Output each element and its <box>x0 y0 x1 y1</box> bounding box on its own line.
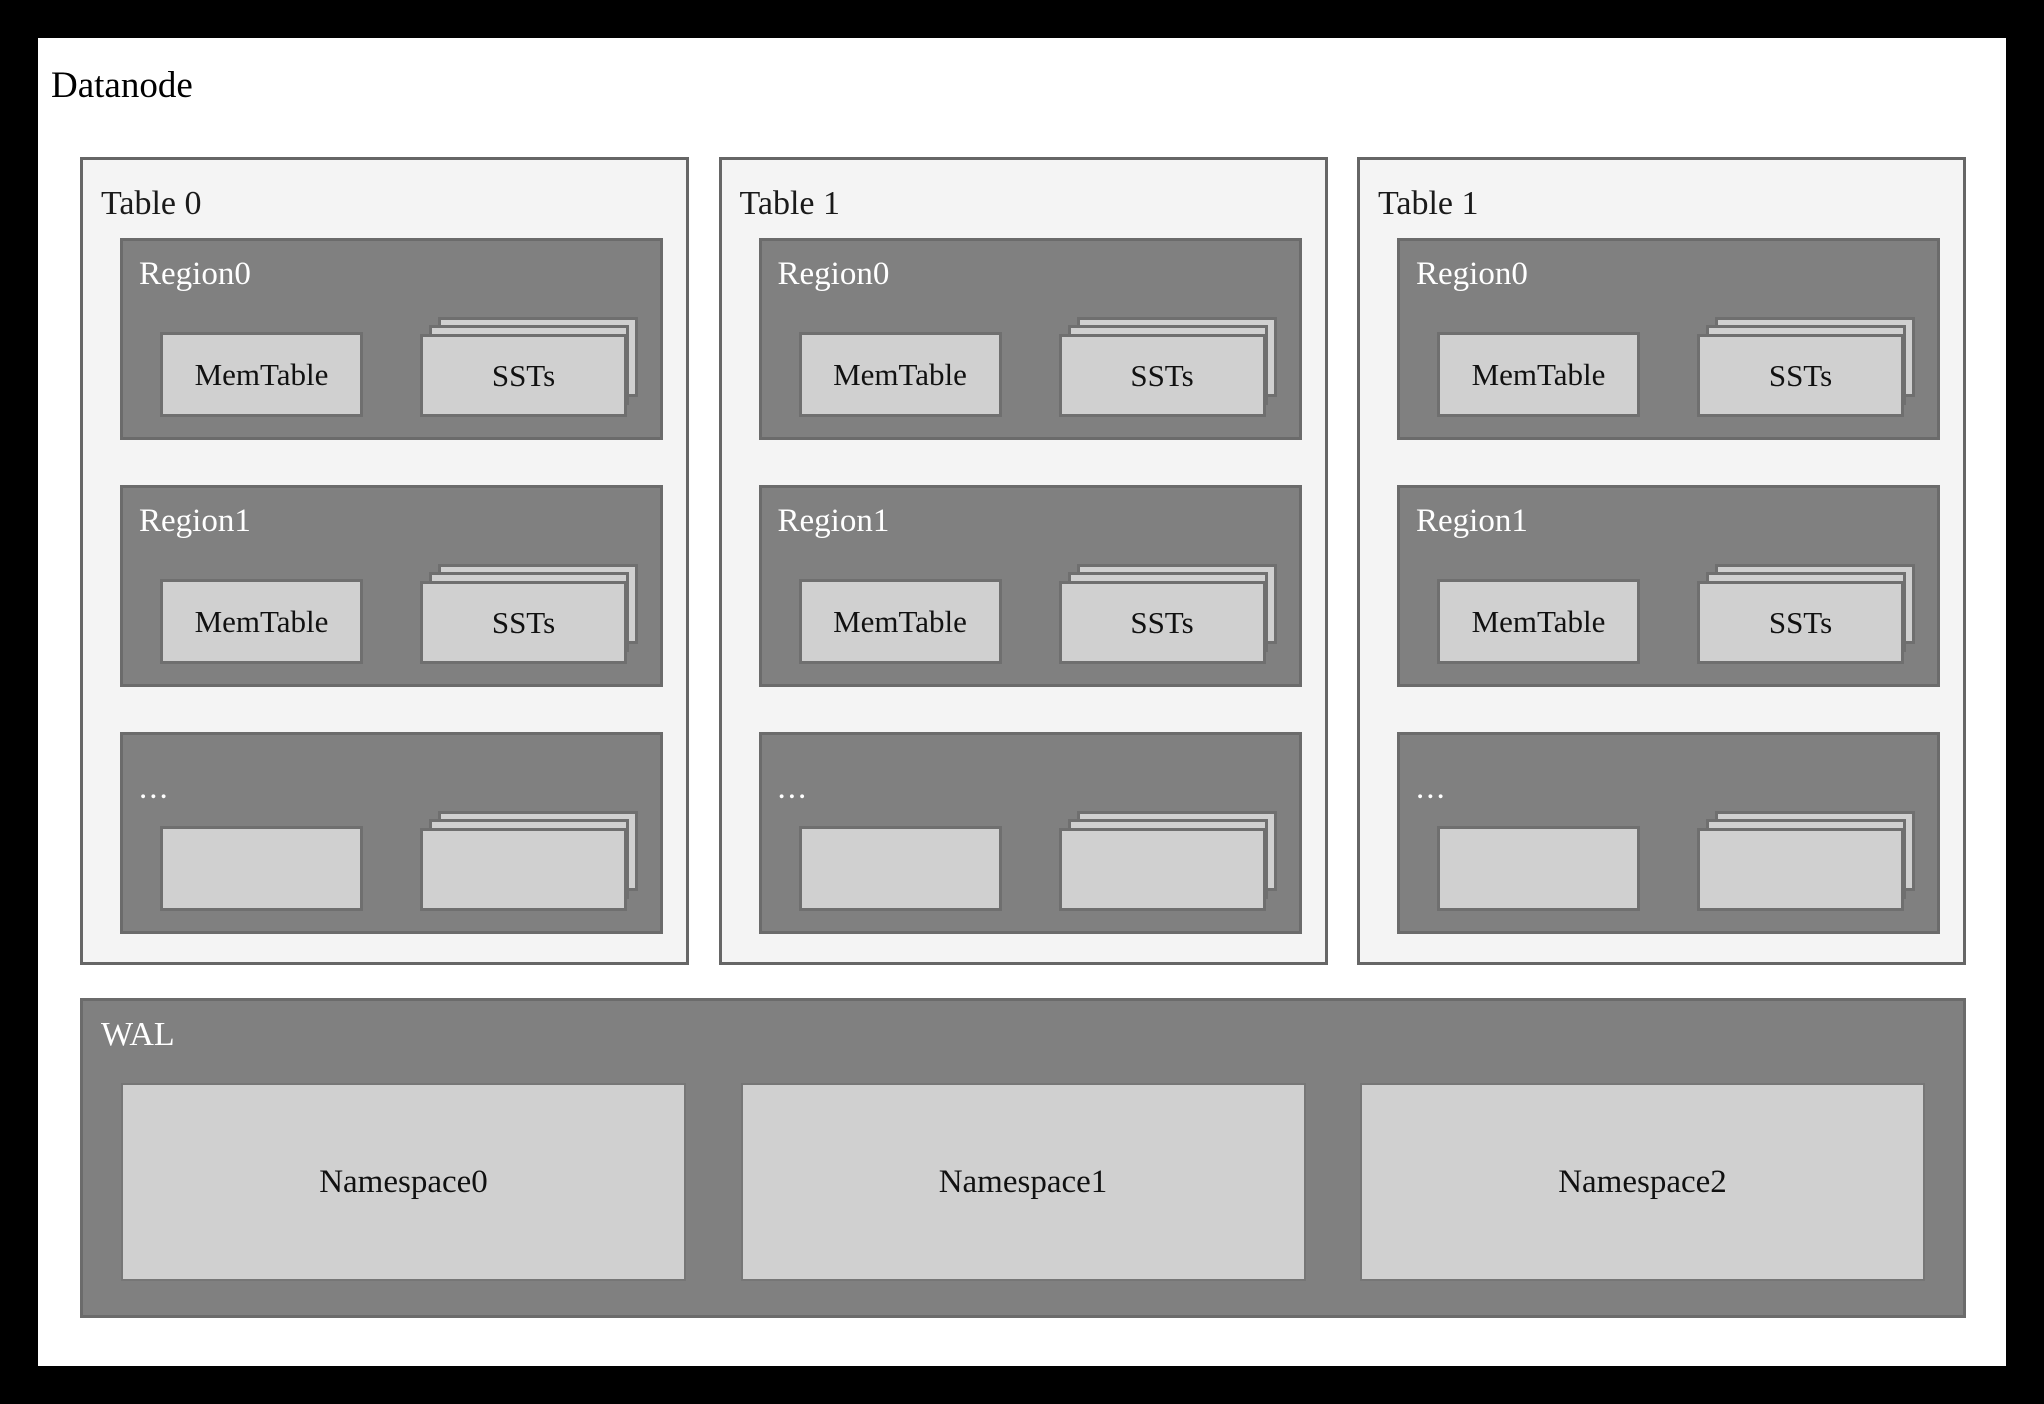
memtable-box: MemTable <box>798 332 1002 417</box>
region-body: MemTable SSTs <box>798 317 1277 417</box>
region-ellipsis-label: ... <box>777 770 809 806</box>
ssts-layer-front: SSTs <box>1697 334 1904 417</box>
regions-stack: Region0 MemTable SSTs Region1 <box>758 238 1302 934</box>
ssts-layer-front: SSTs <box>1058 334 1266 417</box>
region-label: Region0 <box>139 256 251 292</box>
region-body: MemTable SSTs <box>160 564 638 664</box>
region-label: Region0 <box>1416 256 1528 292</box>
table-label: Table 1 <box>739 185 841 222</box>
memtable-box <box>1437 826 1640 911</box>
table-panel: Table 0 Region0 MemTable SSTs <box>80 157 689 965</box>
ssts-stack: SSTs <box>420 564 638 664</box>
namespace-box: Namespace0 <box>121 1083 686 1281</box>
region-box: Region0 MemTable SSTs <box>758 238 1302 440</box>
region-ellipsis-label: ... <box>139 770 170 806</box>
ssts-stack: SSTs <box>1058 564 1277 664</box>
region-box-more: ... <box>758 732 1302 934</box>
memtable-box: MemTable <box>1437 579 1640 664</box>
ssts-stack: SSTs <box>420 317 638 417</box>
ssts-layer-front <box>1058 828 1266 911</box>
table-label: Table 1 <box>1378 185 1479 222</box>
region-box: Region1 MemTable SSTs <box>1397 485 1940 687</box>
memtable-box: MemTable <box>160 579 363 664</box>
region-body <box>1437 811 1915 911</box>
region-body: MemTable SSTs <box>160 317 638 417</box>
datanode-title: Datanode <box>51 65 193 106</box>
ssts-stack: SSTs <box>1697 564 1915 664</box>
ssts-stack <box>1697 811 1915 911</box>
region-box: Region0 MemTable SSTs <box>1397 238 1940 440</box>
namespace-box: Namespace1 <box>740 1083 1306 1281</box>
region-body: MemTable SSTs <box>1437 564 1915 664</box>
ssts-layer-front <box>1697 828 1904 911</box>
wal-label: WAL <box>101 1016 175 1053</box>
wal-box: WAL Namespace0 Namespace1 Namespace2 <box>80 998 1966 1318</box>
ssts-layer-front: SSTs <box>420 334 627 417</box>
region-ellipsis-label: ... <box>1416 770 1447 806</box>
namespaces-row: Namespace0 Namespace1 Namespace2 <box>121 1083 1925 1281</box>
memtable-box: MemTable <box>1437 332 1640 417</box>
ssts-layer-front: SSTs <box>420 581 627 664</box>
tables-row: Table 0 Region0 MemTable SSTs <box>80 157 1966 965</box>
memtable-box: MemTable <box>798 579 1002 664</box>
region-box: Region1 MemTable SSTs <box>120 485 663 687</box>
memtable-box: MemTable <box>160 332 363 417</box>
table-panel: Table 1 Region0 MemTable SSTs <box>1357 157 1966 965</box>
region-label: Region1 <box>777 503 890 539</box>
memtable-box <box>798 826 1002 911</box>
table-panel: Table 1 Region0 MemTable SSTs <box>718 157 1328 965</box>
region-label: Region0 <box>777 256 890 292</box>
regions-stack: Region0 MemTable SSTs Region1 <box>1397 238 1940 934</box>
ssts-layer-front: SSTs <box>1058 581 1266 664</box>
regions-stack: Region0 MemTable SSTs Region1 <box>120 238 663 934</box>
diagram-canvas: Datanode Table 0 Region0 MemTable SSTs <box>38 38 2006 1366</box>
table-label: Table 0 <box>101 185 202 222</box>
ssts-stack: SSTs <box>1058 317 1277 417</box>
ssts-layer-front: SSTs <box>1697 581 1904 664</box>
region-body: MemTable SSTs <box>798 564 1277 664</box>
region-box-more: ... <box>120 732 663 934</box>
region-box: Region0 MemTable SSTs <box>120 238 663 440</box>
memtable-box <box>160 826 363 911</box>
ssts-stack <box>1058 811 1277 911</box>
region-label: Region1 <box>1416 503 1528 539</box>
ssts-layer-front <box>420 828 627 911</box>
region-body <box>798 811 1277 911</box>
ssts-stack: SSTs <box>1697 317 1915 417</box>
region-body <box>160 811 638 911</box>
region-label: Region1 <box>139 503 251 539</box>
region-box-more: ... <box>1397 732 1940 934</box>
region-box: Region1 MemTable SSTs <box>758 485 1302 687</box>
region-body: MemTable SSTs <box>1437 317 1915 417</box>
ssts-stack <box>420 811 638 911</box>
namespace-box: Namespace2 <box>1360 1083 1925 1281</box>
